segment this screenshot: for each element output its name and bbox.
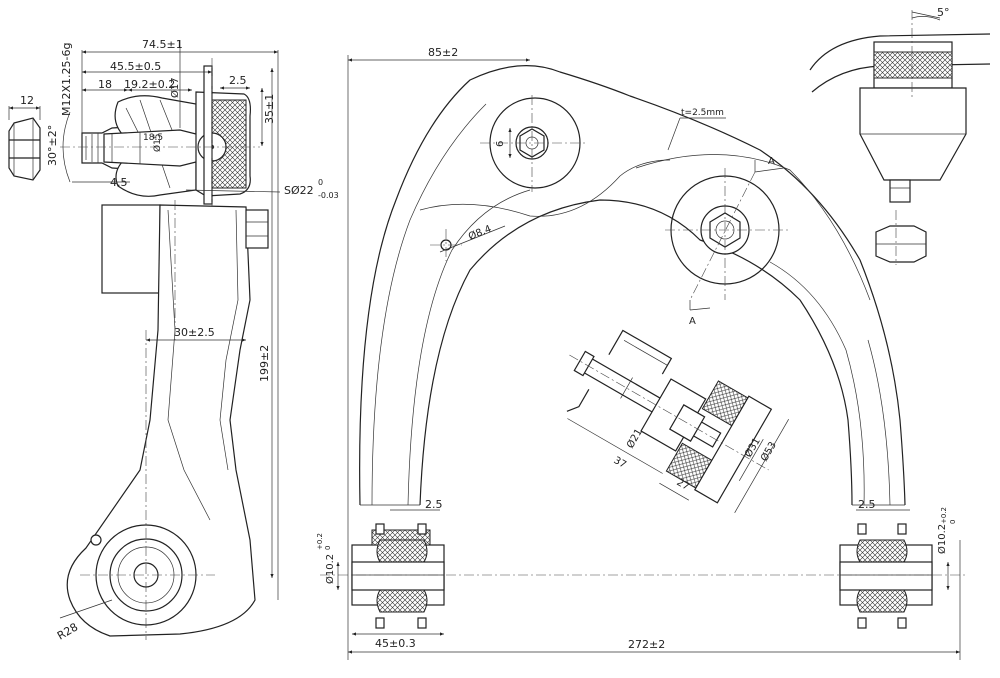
arm-body-side [66,200,269,640]
dim-d10-2-left-label: Ø10.2 [324,554,336,584]
dim-12-label: 12 [20,94,34,107]
top-view: 85±2 t=2.5mm 6 Ø8.4 A A 2.5 2.5 Ø10.2 +0… [316,46,965,660]
dim-d10-2-left-tol-top: +0.2 [316,533,324,550]
dim-45-label: 45±0.3 [375,637,416,650]
dim-2-5-right-label: 2.5 [858,498,876,511]
hole-d8-4-label: Ø8.4 [467,223,494,243]
dim-18-label: 18 [98,78,112,91]
side-view: 74.5±1 45.5±0.5 18 19.2±0.2 Ø17 2.5 35±1… [8,38,339,643]
bushing-bolt-section: Ø21 37 Ø31 Ø53 27 [566,329,789,513]
arm-outer-outline [359,65,906,506]
thread-spec-label: M12X1.25-6g [60,43,73,116]
side-view-dimension-lines [59,40,281,619]
sphere-tol-bottom: -0.03 [318,191,339,200]
dim-19-2-label: 19.2±0.2 [124,78,175,91]
dim-18-5-label: 18.5 [143,133,163,143]
dim-199-label: 199±2 [258,345,271,382]
dim-d10-2-right-label: Ø10.2 [936,524,948,554]
dim-d17-label: Ø17 [169,77,181,98]
dim-74-5-label: 74.5±1 [142,38,183,51]
ball-joint-detail: 5° [809,6,991,265]
right-bushing-top-view [839,523,933,629]
ball-joint-assembly [60,58,260,210]
dim-d15-label: Ø15 [152,133,163,152]
dim-d10-2-left-tol-bottom: 0 [324,546,332,550]
dim-6-label: 6 [495,141,506,147]
dim-2-5-left-label: 2.5 [425,498,443,511]
sphere-dim-label: SØ22 [284,184,314,197]
sphere-tol-top: 0 [318,178,323,187]
dim-d10-2-right-tol-top: +0.2 [940,507,948,524]
section-a-bottom-label: A [689,316,696,327]
section-a-top-label: A [768,156,775,167]
dim-37-label: 37 [612,455,629,471]
dim-2-5-top-label: 2.5 [229,74,247,87]
left-bushing-top-view [351,523,445,629]
dim-85-label: 85±2 [428,46,458,59]
dim-30deg-label: 30°±2° [46,125,59,166]
dim-35-label: 35±1 [263,94,276,124]
hex-nut-side-view [8,106,41,181]
dim-4-5-label: 4.5 [110,176,128,189]
angle-5deg-label: 5° [937,6,950,19]
arm-inner-outline [419,199,853,506]
dim-272-label: 272±2 [628,638,665,651]
dim-45-5-label: 45.5±0.5 [110,60,161,73]
dim-30-2-5-label: 30±2.5 [174,326,215,339]
thickness-label: t=2.5mm [681,108,724,118]
radius-r28-label: R28 [55,621,80,643]
dim-d10-2-right-tol-bottom: 0 [949,520,957,524]
